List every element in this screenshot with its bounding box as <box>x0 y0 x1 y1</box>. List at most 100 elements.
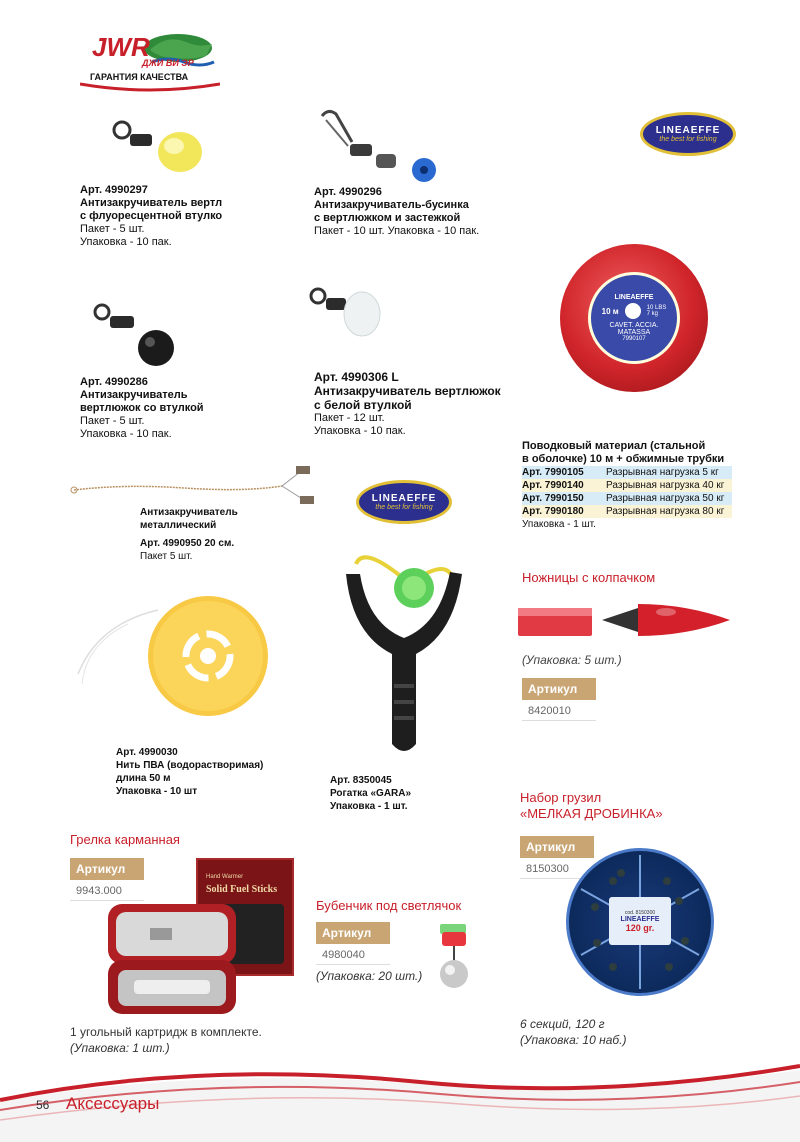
scissors-title: Ножницы с колпачком <box>522 570 656 585</box>
product-box: Упаковка - 10 пак. <box>80 428 172 440</box>
brand-logo-name: LINEAEFFE <box>655 125 721 136</box>
logo-sub-text: ДЖИ ВИ ЭР <box>142 58 194 68</box>
product-article: Арт. 4990286 <box>80 376 148 388</box>
scissors-pack: (Упаковка: 5 шт.) <box>522 653 622 667</box>
product-8350045: Арт. 8350045 Рогатка «GARA» Упаковка - 1… <box>330 774 490 813</box>
leader-row-desc: Разрывная нагрузка 80 кг <box>606 506 725 517</box>
logo-main-text: JWR <box>92 32 150 62</box>
product-pack: Пакет - 12 шт. <box>314 412 385 424</box>
product-4990306: Арт. 4990306 L Антизакручиватель вертлюж… <box>314 370 514 438</box>
leader-title: в оболочке) 10 м + обжимные трубки <box>522 453 725 465</box>
bell-pack: (Упаковка: 20 шт.) <box>316 969 423 983</box>
logo-tagline: ГАРАНТИЯ КАЧЕСТВА <box>90 72 189 82</box>
sinkers-box-weight: 120 gr. <box>625 922 655 933</box>
product-article: Арт. 4990297 <box>80 184 148 196</box>
product-name-line: Антизакручиватель <box>140 507 238 518</box>
warmer-case-image <box>108 904 236 1014</box>
scissors-artikul-number: 8420010 <box>522 702 596 721</box>
sinkers-box-code: cod. 8150300 <box>624 909 656 916</box>
leader-row: Арт. 7990140 Разрывная нагрузка 40 кг <box>522 479 732 492</box>
leader-spool-image: LINEAEFFE 10 м 10 LBS 7 kg CAVET. ACCIA.… <box>560 244 708 392</box>
product-name-line: с белой втулкой <box>314 398 412 412</box>
leader-row-article: Арт. 7990105 <box>522 467 584 478</box>
product-article: Арт. 8350045 <box>330 775 392 786</box>
footer-wave-decoration <box>0 1064 800 1142</box>
product-name-line: Антизакручиватель <box>80 389 188 401</box>
swivel-black-image <box>93 303 174 366</box>
fish-logo-icon <box>144 34 215 67</box>
spool-text: MATASSA <box>617 329 651 336</box>
spool-code: 7990107 <box>622 336 646 342</box>
spool-label-disc: LINEAEFFE 10 м 10 LBS 7 kg CAVET. ACCIA.… <box>588 272 680 364</box>
header-logo: JWR ДЖИ ВИ ЭР ГАРАНТИЯ КАЧЕСТВА <box>86 28 216 84</box>
leader-row-desc: Разрывная нагрузка 5 кг <box>606 467 719 478</box>
spool-length: 10 м <box>601 306 619 316</box>
product-name-line: Антизакручиватель вертлюжок <box>314 384 501 398</box>
scissors-image <box>518 604 730 636</box>
warmer-desc: 1 угольный картридж в комплекте. <box>70 1025 262 1039</box>
pva-reel-image <box>77 596 268 716</box>
sinkers-artikul-label: Артикул <box>520 836 594 858</box>
leader-row: Арт. 7990105 Разрывная нагрузка 5 кг <box>522 466 732 479</box>
leader-row-desc: Разрывная нагрузка 50 кг <box>606 493 725 504</box>
swivel-bead-image <box>320 109 436 182</box>
product-leader: Поводковый материал (стальной в оболочке… <box>522 440 742 531</box>
section-title: Аксессуары <box>66 1094 160 1113</box>
product-article: Арт. 4990950 20 см. <box>140 538 235 549</box>
leader-row-article: Арт. 7990140 <box>522 480 584 491</box>
product-article: Арт. 4990030 <box>116 747 178 758</box>
metal-antitwist-image <box>70 466 314 504</box>
leader-row-article: Арт. 7990180 <box>522 506 584 517</box>
warmer-artikul-number: 9943.000 <box>70 882 144 901</box>
product-pack: Пакет 5 шт. <box>140 551 193 562</box>
spool-kg: 7 kg <box>646 311 659 317</box>
brand-logo-tagline: the best for fishing <box>659 136 717 143</box>
spool-text: CAVET. ACCIA. <box>609 322 659 329</box>
scissors-artikul-label: Артикул <box>522 678 596 700</box>
product-name-line: с флуоресцентной втулко <box>80 210 223 222</box>
product-name-line: Рогатка «GARA» <box>330 788 412 799</box>
product-name-line: Антизакручиватель-бусинка <box>314 199 469 211</box>
product-4990030: Арт. 4990030 Нить ПВА (водорастворимая) … <box>116 746 296 798</box>
warmer-pack: (Упаковка: 1 шт.) <box>70 1041 170 1055</box>
sinkers-box-brand: LINEAEFFE <box>620 915 660 923</box>
bell-artikul-label: Артикул <box>316 922 390 944</box>
product-article: Арт. 4990296 <box>314 186 382 198</box>
product-pack: Пакет - 5 шт. <box>80 223 145 235</box>
sinkers-label: cod. 8150300 LINEAEFFE 120 gr. <box>609 897 671 945</box>
leader-row-desc: Разрывная нагрузка 40 кг <box>606 480 725 491</box>
brand-logo-name: LINEAEFFE <box>371 493 437 504</box>
bell-title: Бубенчик под светлячок <box>316 898 462 913</box>
product-box: Упаковка - 1 шт. <box>330 801 408 812</box>
leader-row: Арт. 7990180 Разрывная нагрузка 80 кг <box>522 505 732 518</box>
slingshot-image <box>346 555 462 751</box>
leader-rows: Арт. 7990105 Разрывная нагрузка 5 кг Арт… <box>522 466 742 518</box>
warmer-box-text: Hand Warmer <box>206 874 244 880</box>
product-name-line: с вертлюжком и застежкой <box>314 212 461 224</box>
product-4990297: Арт. 4990297 Антизакручиватель вертл с ф… <box>80 184 230 249</box>
product-pack: Пакет - 5 шт. <box>80 415 145 427</box>
leader-row: Арт. 7990150 Разрывная нагрузка 50 кг <box>522 492 732 505</box>
product-4990286: Арт. 4990286 Антизакручиватель вертлюжок… <box>80 376 260 441</box>
product-box: Упаковка - 10 пак. <box>80 236 172 248</box>
bell-artikul-number: 4980040 <box>316 946 390 965</box>
leader-box: Упаковка - 1 шт. <box>522 519 596 530</box>
product-pack: Пакет - 10 шт. Упаковка - 10 пак. <box>314 225 480 237</box>
sinkers-pack: (Упаковка: 10 наб.) <box>520 1033 627 1047</box>
product-4990296: Арт. 4990296 Антизакручиватель-бусинка с… <box>314 186 504 238</box>
brand-logo: LINEAEFFE the best for fishing <box>356 480 452 524</box>
bell-image <box>440 924 468 988</box>
brand-logo: LINEAEFFE the best for fishing <box>640 112 736 156</box>
product-name-line: металлический <box>140 520 217 531</box>
leader-row-article: Арт. 7990150 <box>522 493 584 504</box>
product-name-line: Нить ПВА (водорастворимая) <box>116 760 264 771</box>
warmer-box-text: Solid Fuel Sticks <box>206 884 278 895</box>
sinkers-title: Набор грузил <box>520 790 602 805</box>
spool-brand: LINEAEFFE <box>614 294 654 301</box>
product-name-line: вертлюжок со втулкой <box>80 402 204 414</box>
spool-hole <box>624 303 641 319</box>
swivel-white-image <box>309 287 381 337</box>
product-name-line: Антизакручиватель вертл <box>80 197 223 209</box>
warmer-artikul-label: Артикул <box>70 858 144 880</box>
warmer-title: Грелка карманная <box>70 832 180 847</box>
